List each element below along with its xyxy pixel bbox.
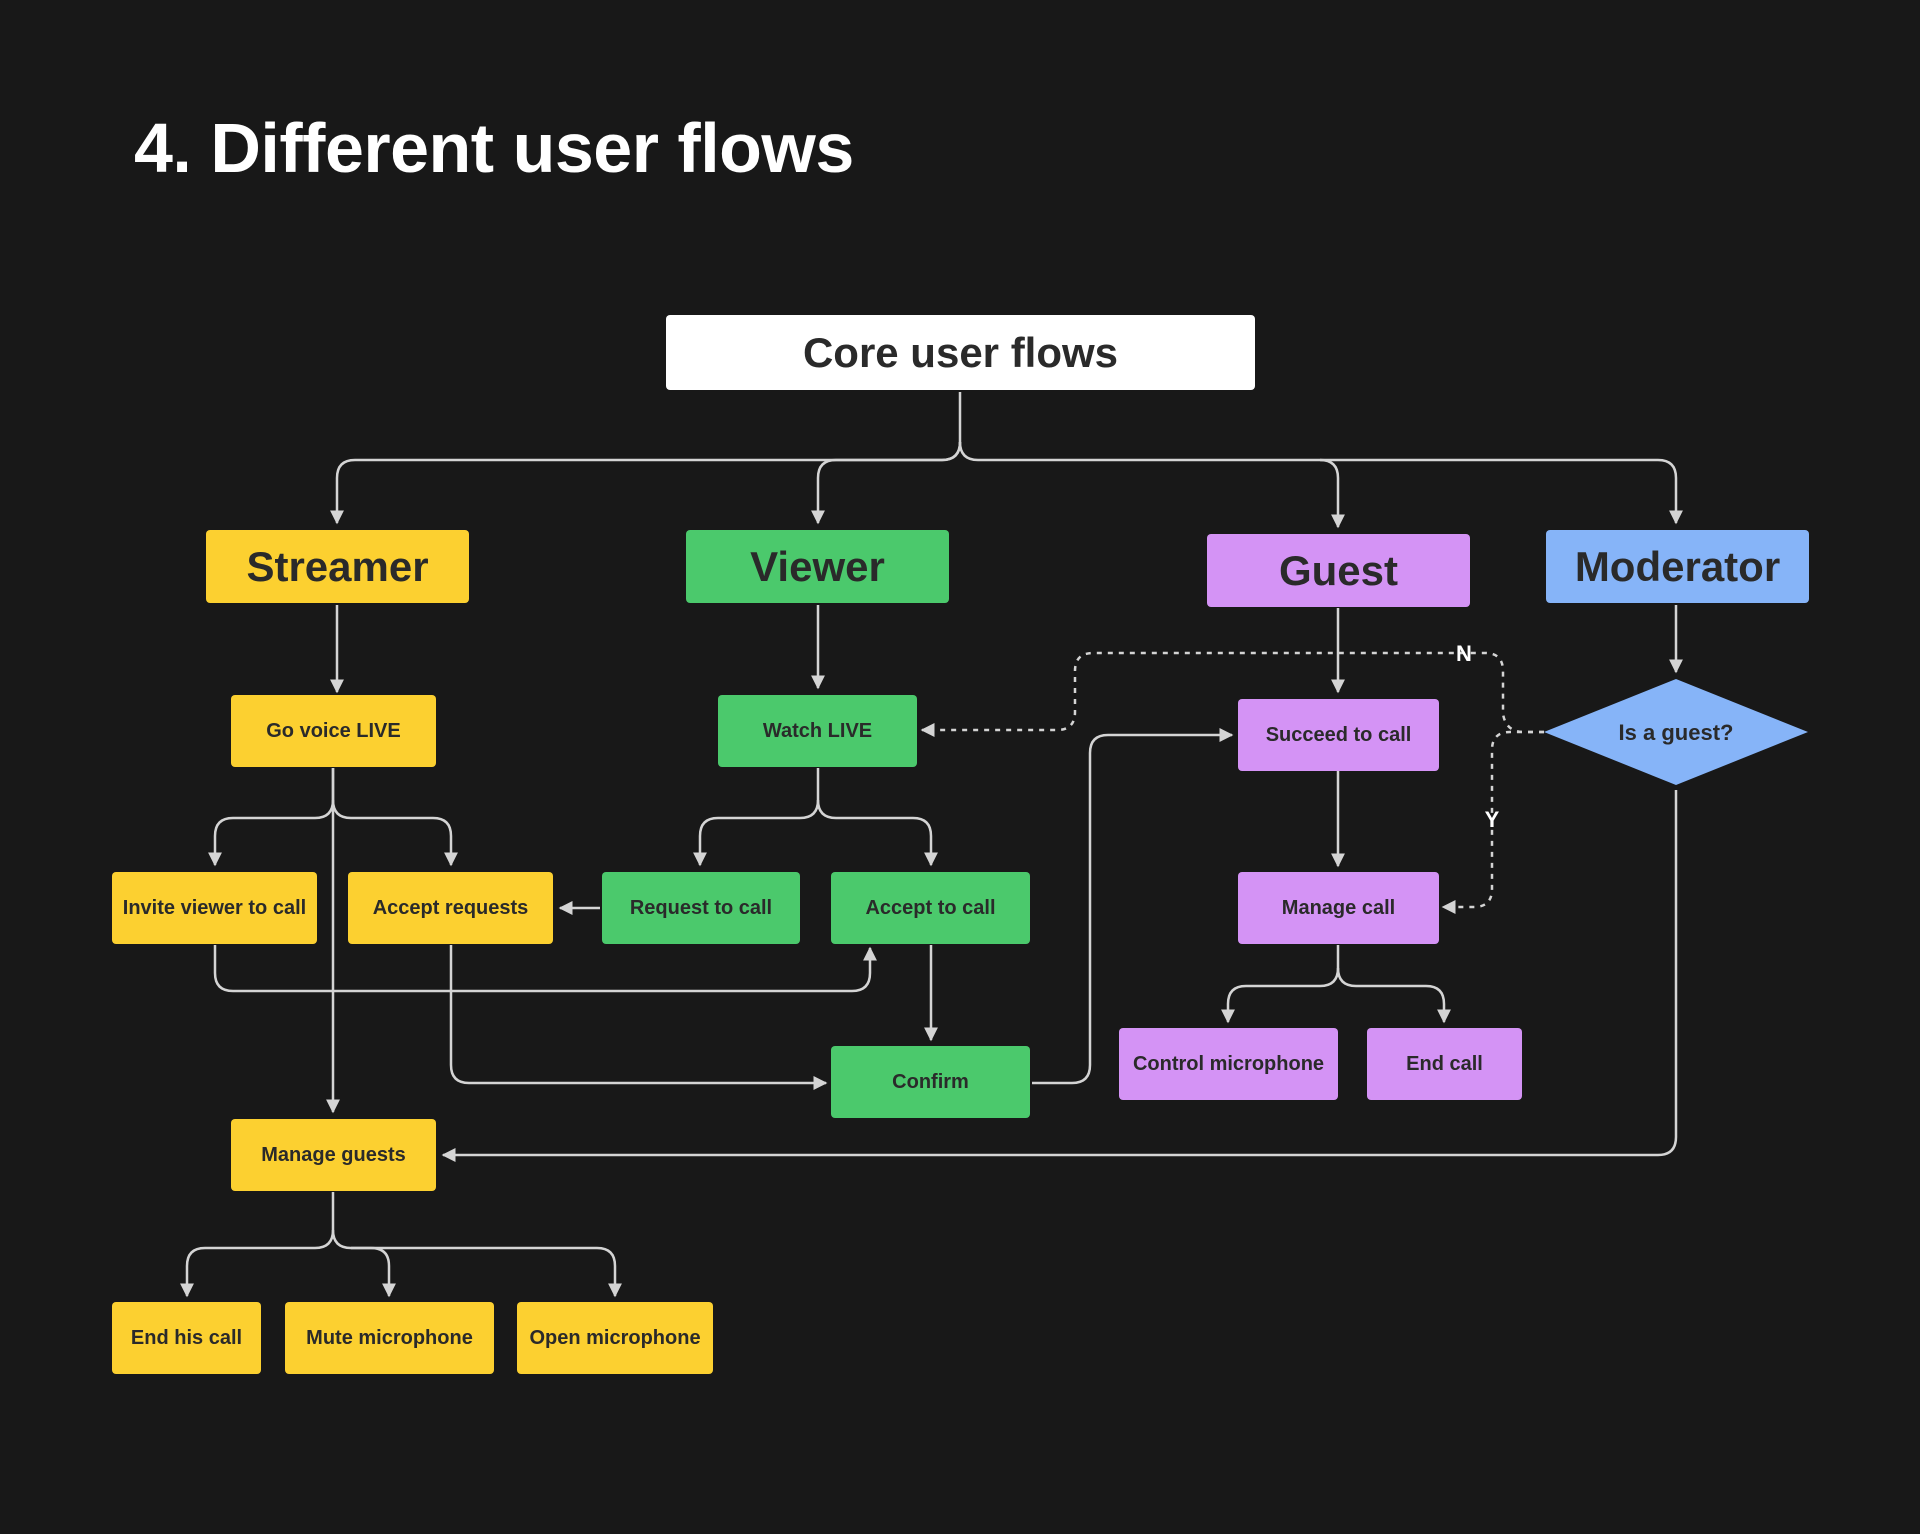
- edge-manage-guests-endhis: [180, 1192, 335, 1298]
- edge-watch-accept-call: [816, 799, 938, 867]
- step-watch-live: Watch LIVE: [718, 695, 917, 767]
- step-request-to-call: Request to call: [602, 872, 800, 944]
- step-accept-requests: Accept requests: [348, 872, 553, 944]
- edge-golive-accept-requests: [331, 799, 458, 867]
- edge-root-moderator: [1320, 458, 1683, 525]
- edge-watch-request: [693, 768, 820, 867]
- step-confirm: Confirm: [831, 1046, 1030, 1118]
- step-control-microphone: Control microphone: [1119, 1028, 1338, 1100]
- edge-invite-accept-call: [213, 945, 877, 993]
- step-manage-call: Manage call: [1238, 872, 1439, 944]
- edge-decision-manage-guests: [441, 790, 1678, 1162]
- edge-manage-control-mic: [1221, 945, 1340, 1024]
- edge-confirm-succeed: [1032, 728, 1234, 1085]
- edge-root-viewer: [811, 441, 962, 525]
- decision-diamond: [1544, 679, 1808, 785]
- edge-manage-guests-open: [351, 1246, 622, 1298]
- step-manage-guests: Manage guests: [231, 1119, 436, 1191]
- step-open-microphone: Open microphone: [517, 1302, 713, 1374]
- edge-decision-yes-manage: [1441, 730, 1544, 914]
- edge-golive-invite: [208, 768, 335, 867]
- edge-accept-requests-confirm: [449, 945, 828, 1090]
- page-title: 4. Different user flows: [134, 109, 854, 187]
- step-end-call: End call: [1367, 1028, 1522, 1100]
- edge-root-streamer: [330, 392, 962, 525]
- edge-decision-no-watch: [920, 651, 1544, 737]
- role-moderator: Moderator: [1546, 530, 1809, 603]
- step-accept-to-call: Accept to call: [831, 872, 1030, 944]
- role-guest: Guest: [1207, 534, 1470, 607]
- edge-label-yes: Y: [1484, 807, 1500, 832]
- edge-manage-guests-mute: [331, 1229, 396, 1298]
- step-end-his-call: End his call: [112, 1302, 261, 1374]
- step-go-voice-live: Go voice LIVE: [231, 695, 436, 767]
- core-user-flows-node: Core user flows: [666, 315, 1255, 390]
- edge-manage-endcall: [1336, 967, 1451, 1024]
- edge-label-no: N: [1456, 641, 1472, 666]
- role-viewer: Viewer: [686, 530, 949, 603]
- decision-is-a-guest: Is a guest?: [1618, 720, 1734, 745]
- step-invite-viewer: Invite viewer to call: [112, 872, 317, 944]
- step-succeed-to-call: Succeed to call: [1238, 699, 1439, 771]
- role-streamer: Streamer: [206, 530, 469, 603]
- edge-root-guest: [958, 441, 1345, 529]
- step-mute-microphone: Mute microphone: [285, 1302, 494, 1374]
